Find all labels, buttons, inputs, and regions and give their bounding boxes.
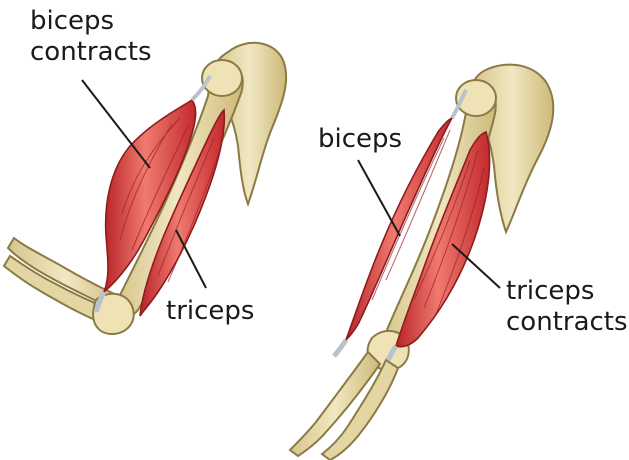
- label-left-biceps-line1: biceps: [30, 6, 152, 37]
- label-right-triceps: triceps contracts: [506, 276, 628, 338]
- leader-right-biceps: [358, 160, 400, 236]
- label-right-biceps: biceps: [318, 124, 402, 155]
- right-triceps-muscle: [396, 132, 490, 347]
- label-right-triceps-line2: contracts: [506, 307, 628, 338]
- leader-left-biceps: [82, 80, 150, 168]
- label-left-biceps: biceps contracts: [30, 6, 152, 68]
- leader-left-triceps: [176, 230, 206, 288]
- label-right-triceps-line1: triceps: [506, 276, 628, 307]
- label-left-biceps-line2: contracts: [30, 37, 152, 68]
- left-arm: [4, 43, 286, 334]
- label-left-triceps: triceps: [166, 296, 254, 327]
